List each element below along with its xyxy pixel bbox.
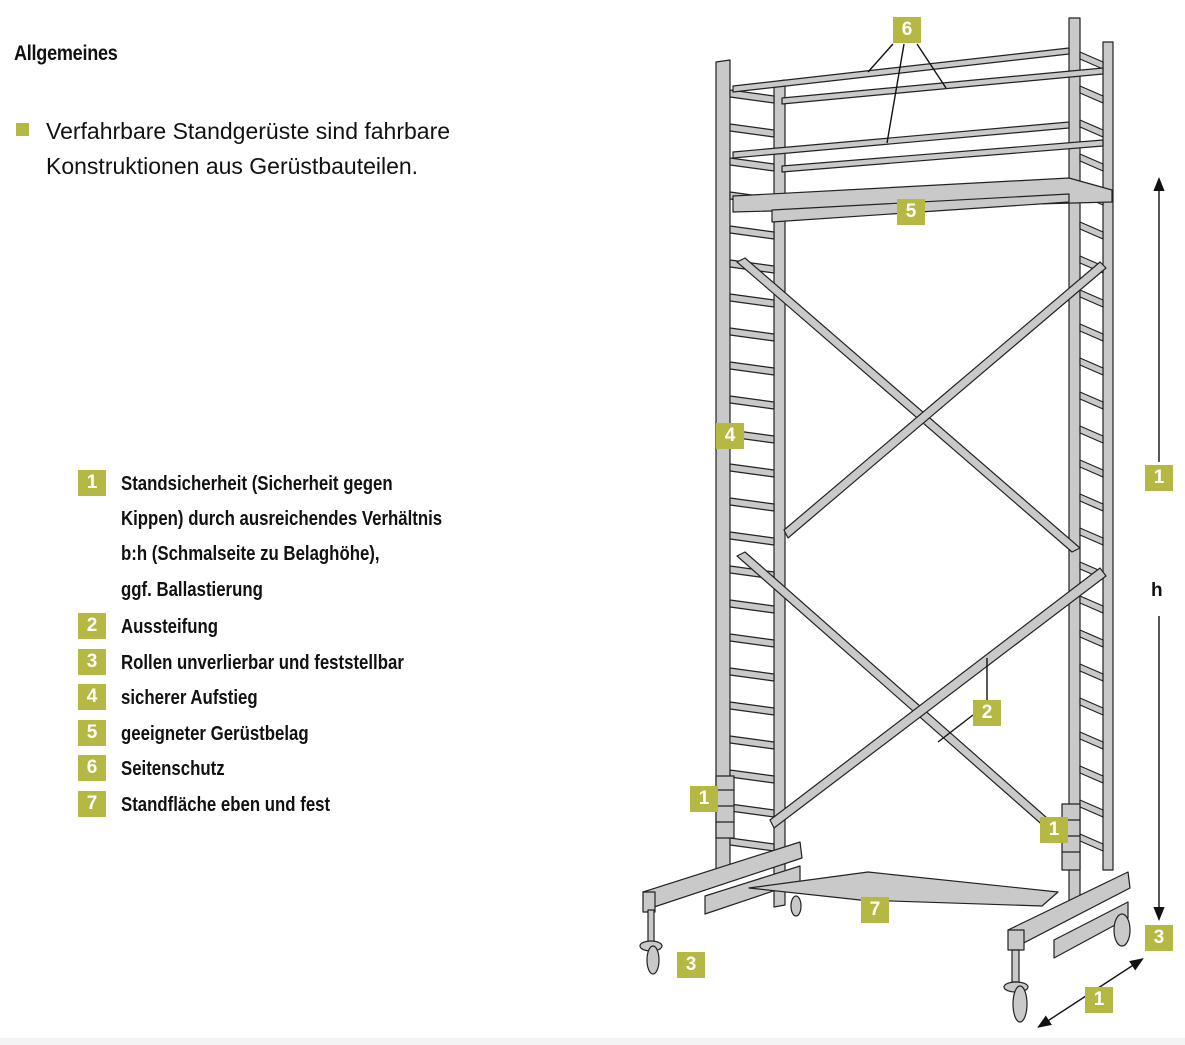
legend-label-cont: Kippen) durch ausreichendes Verhältnis: [121, 508, 443, 530]
legend-label: Rollen unverlierbar und feststellbar: [121, 652, 404, 674]
ladder-rung: [729, 293, 775, 308]
legend-item-6: 6 Seitenschutz: [78, 755, 225, 783]
ladder-rung: [1079, 731, 1104, 750]
legend-label-cont: b:h (Schmalseite zu Belaghöhe),: [121, 543, 380, 565]
ladder-rung: [729, 361, 775, 376]
ladder-rung: [729, 633, 775, 648]
left-front-post: [715, 59, 731, 873]
ladder-rung: [729, 837, 775, 852]
legend-label: Standsicherheit (Sicherheit gegen: [121, 473, 393, 495]
ladder-rung: [1079, 833, 1104, 852]
ladder-rung: [1079, 799, 1104, 818]
legend-item-4: 4 sicherer Aufstieg: [78, 684, 258, 712]
right-frame: [1068, 17, 1114, 913]
ladder-rung: [729, 157, 775, 172]
callout-guardrail: 6: [893, 17, 921, 43]
ladder-rung: [1079, 85, 1104, 104]
ladder-rung: [1079, 425, 1104, 444]
callout-height: 1: [1145, 465, 1173, 491]
legend-item-3: 3 Rollen unverlierbar und feststellbar: [78, 649, 404, 677]
ladder-rung: [1079, 289, 1104, 308]
ladder-rung: [1079, 323, 1104, 342]
callout-floor: 7: [861, 897, 889, 923]
callout-castor-right: 3: [1145, 925, 1173, 951]
height-label: h: [1151, 580, 1163, 601]
callout-ballast-right: 1: [1040, 817, 1068, 843]
number-badge: 3: [78, 649, 106, 675]
ladder-rung: [729, 735, 775, 750]
ladder-rung: [729, 769, 775, 784]
callout-width: 1: [1085, 987, 1113, 1013]
section-heading: Allgemeines: [14, 42, 118, 65]
ladder-rung: [1079, 119, 1104, 138]
ladder-rung: [1079, 51, 1104, 70]
ladder-rung: [729, 667, 775, 682]
ladder-rung: [729, 701, 775, 716]
legend-label: sicherer Aufstieg: [121, 687, 258, 709]
callout-platform: 5: [897, 199, 925, 225]
ladder-rung: [1079, 663, 1104, 682]
square-bullet-icon: [16, 123, 29, 136]
ladder-rung: [1079, 527, 1104, 546]
legend-item-2: 2 Aussteifung: [78, 613, 218, 641]
callout-ballast-left: 1: [690, 786, 718, 812]
right-front-post: [1068, 17, 1081, 913]
ladder-rung: [729, 599, 775, 614]
ladder-rung: [729, 89, 775, 104]
number-badge: 2: [78, 613, 106, 639]
ladder-rung: [729, 497, 775, 512]
right-back-post: [1102, 41, 1114, 871]
ladder-rung: [729, 327, 775, 342]
callout-castor-left: 3: [677, 952, 705, 978]
ladder-rung: [1079, 765, 1104, 784]
ladder-rung: [1079, 391, 1104, 410]
ladder-rung: [1079, 697, 1104, 716]
number-badge: 4: [78, 684, 106, 710]
ladder-rung: [1079, 153, 1104, 172]
legend-label-cont: ggf. Ballastierung: [121, 579, 263, 601]
base-frame: [639, 841, 1131, 1023]
ladder-rung: [729, 225, 775, 240]
legend-label: Aussteifung: [121, 616, 219, 638]
number-badge: 6: [78, 755, 106, 781]
legend-label: Standfläche eben und fest: [121, 794, 331, 816]
ladder-rung: [729, 803, 775, 818]
ladder-rung: [729, 395, 775, 410]
footer-strip: [0, 1038, 1185, 1045]
ladder-rung: [729, 531, 775, 546]
number-badge: 7: [78, 791, 106, 817]
ladder-rung: [1079, 595, 1104, 614]
leader-lines: [867, 43, 988, 743]
ladder-rung: [1079, 629, 1104, 648]
guardrails: [732, 47, 1104, 173]
number-badge: 1: [78, 470, 106, 496]
callout-ladder: 4: [716, 423, 744, 449]
legend-label: Seitenschutz: [121, 758, 225, 780]
legend-item-5: 5 geeigneter Gerüstbelag: [78, 720, 309, 748]
ladder-rung: [729, 123, 775, 138]
intro-line: Konstruktionen aus Gerüstbauteilen.: [46, 153, 419, 179]
legend-label: geeigneter Gerüstbelag: [121, 723, 309, 745]
intro-line: Verfahrbare Standgerüste sind fahrbare: [46, 118, 451, 144]
ladder-rung: [729, 463, 775, 478]
ladder-rung: [1079, 493, 1104, 512]
legend-item-7: 7 Standfläche eben und fest: [78, 791, 330, 819]
callout-bracing: 2: [973, 700, 1001, 726]
diagonal-bracing: [736, 257, 1107, 845]
ladder-rung: [1079, 221, 1104, 240]
number-badge: 5: [78, 720, 106, 746]
ladder-rung: [1079, 357, 1104, 376]
legend-item-1: 1 Standsicherheit (Sicherheit gegen Kipp…: [78, 470, 442, 601]
ladder-rung: [1079, 459, 1104, 478]
